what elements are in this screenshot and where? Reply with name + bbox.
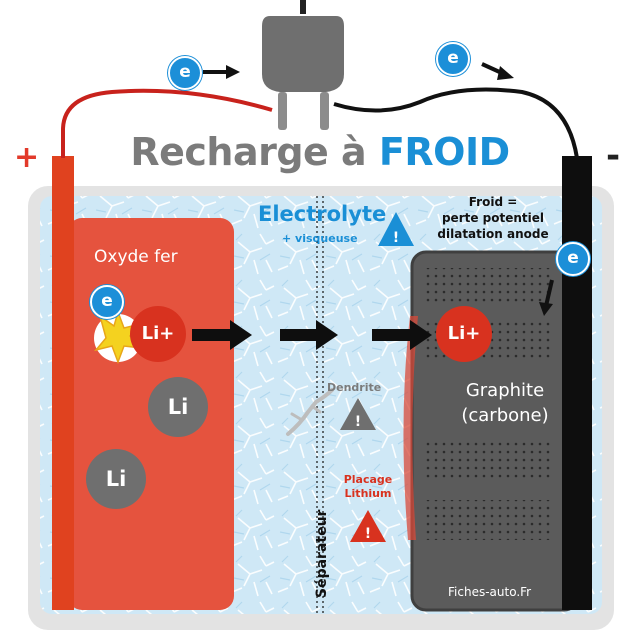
arrow-down bbox=[539, 302, 553, 316]
arrow-down bbox=[544, 279, 554, 307]
lithium-plating-layer bbox=[403, 316, 418, 540]
dendrite-label: Dendrite bbox=[327, 381, 382, 394]
electron-badge: e bbox=[556, 242, 590, 276]
ion-flow-arrow bbox=[192, 320, 252, 350]
arrow-right bbox=[226, 65, 240, 79]
positive-terminal bbox=[52, 156, 74, 610]
ion-flow-arrow bbox=[372, 320, 432, 350]
dendrite-shape bbox=[290, 404, 322, 422]
lithium-atom: Li bbox=[148, 377, 208, 437]
separator-label: Séparateur bbox=[314, 509, 330, 598]
watermark: Fiches-auto.Fr bbox=[448, 585, 532, 599]
plug-icon bbox=[262, 16, 344, 130]
cold-effect-note: Froid = perte potentiel dilatation anode bbox=[428, 194, 558, 242]
svg-text:!: ! bbox=[365, 526, 371, 542]
electron-badge: e bbox=[90, 285, 124, 319]
negative-terminal bbox=[562, 156, 592, 610]
electrolyte-label: Electrolyte bbox=[258, 202, 387, 226]
plating-label-line: Lithium bbox=[344, 487, 392, 500]
diagram-title: Recharge à FROID bbox=[0, 130, 640, 174]
cold-effect-line: perte potentiel bbox=[441, 211, 545, 225]
plating-label-line: Placage bbox=[343, 473, 393, 486]
cold-effect-line: Froid = bbox=[468, 195, 518, 209]
graphite-layer bbox=[424, 500, 554, 540]
electron-badge: e bbox=[436, 42, 470, 76]
cold-effect-line: dilatation anode bbox=[437, 227, 549, 241]
electron-badge: e bbox=[168, 56, 202, 90]
lithium-ion: Li+ bbox=[130, 306, 186, 362]
graphite-layer bbox=[424, 442, 554, 482]
electrolyte-note: + visqueuse bbox=[282, 232, 358, 245]
lithium-ion: Li+ bbox=[436, 306, 492, 362]
ion-flow-arrow bbox=[280, 320, 338, 350]
warning-icon: ! bbox=[340, 398, 376, 430]
positive-terminal-label: + bbox=[14, 140, 40, 175]
plating-label: Placage Lithium bbox=[330, 473, 406, 501]
cathode-label: Oxyde fer bbox=[94, 247, 178, 267]
title-accent: FROID bbox=[378, 130, 510, 174]
warning-icon: ! bbox=[378, 212, 414, 246]
negative-terminal-label: - bbox=[606, 136, 621, 176]
wire-negative bbox=[333, 87, 579, 159]
svg-text:!: ! bbox=[393, 230, 399, 246]
arrow-right bbox=[497, 66, 514, 80]
lithium-atom: Li bbox=[86, 449, 146, 509]
wire-positive bbox=[61, 88, 273, 158]
graphite-layer bbox=[424, 268, 554, 306]
anode-label-line: Graphite bbox=[465, 380, 545, 401]
title-main: Recharge à bbox=[130, 130, 367, 174]
warning-icon: ! bbox=[350, 510, 386, 542]
anode-label-line: (carbone) bbox=[461, 405, 549, 426]
svg-text:!: ! bbox=[355, 414, 361, 430]
anode-label: Graphite (carbone) bbox=[440, 378, 570, 428]
